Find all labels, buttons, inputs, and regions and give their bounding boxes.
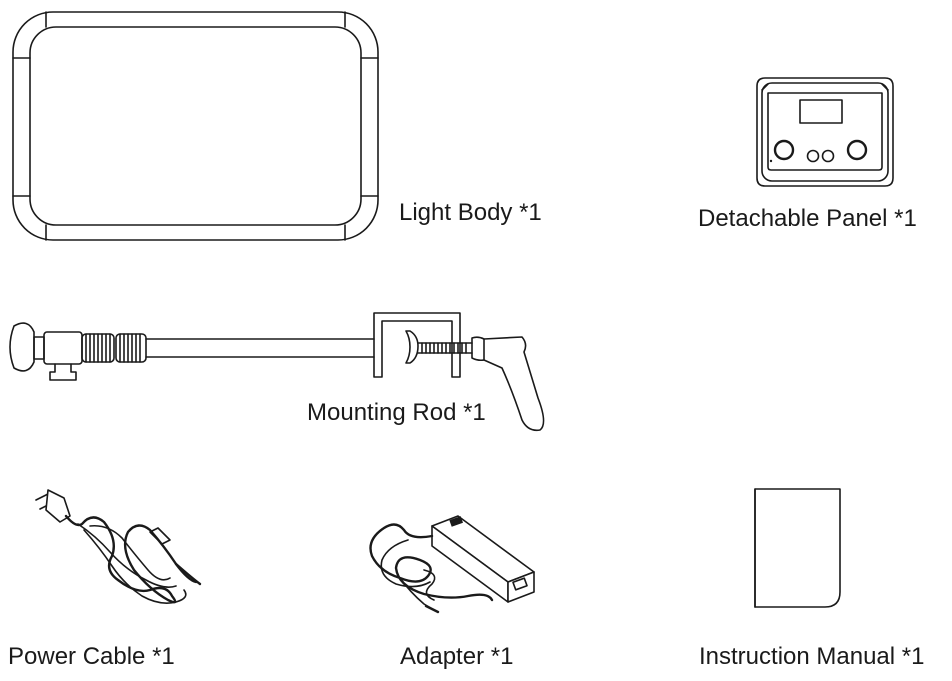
instruction-manual-label: Instruction Manual *1 (699, 643, 925, 670)
manual-booklet-icon (754, 488, 841, 608)
mounting-rod-clamp-icon (9, 312, 545, 432)
power-cable-label: Power Cable *1 (8, 643, 175, 670)
adapter-label: Adapter *1 (400, 643, 514, 670)
power-cable-icon (35, 489, 202, 604)
light-body-icon (12, 11, 379, 241)
detachable-panel-label: Detachable Panel *1 (698, 205, 917, 232)
control-panel-icon (756, 77, 894, 187)
mounting-rod-label: Mounting Rod *1 (307, 399, 486, 426)
power-adapter-icon (369, 515, 535, 614)
light-body-label: Light Body *1 (399, 199, 542, 226)
